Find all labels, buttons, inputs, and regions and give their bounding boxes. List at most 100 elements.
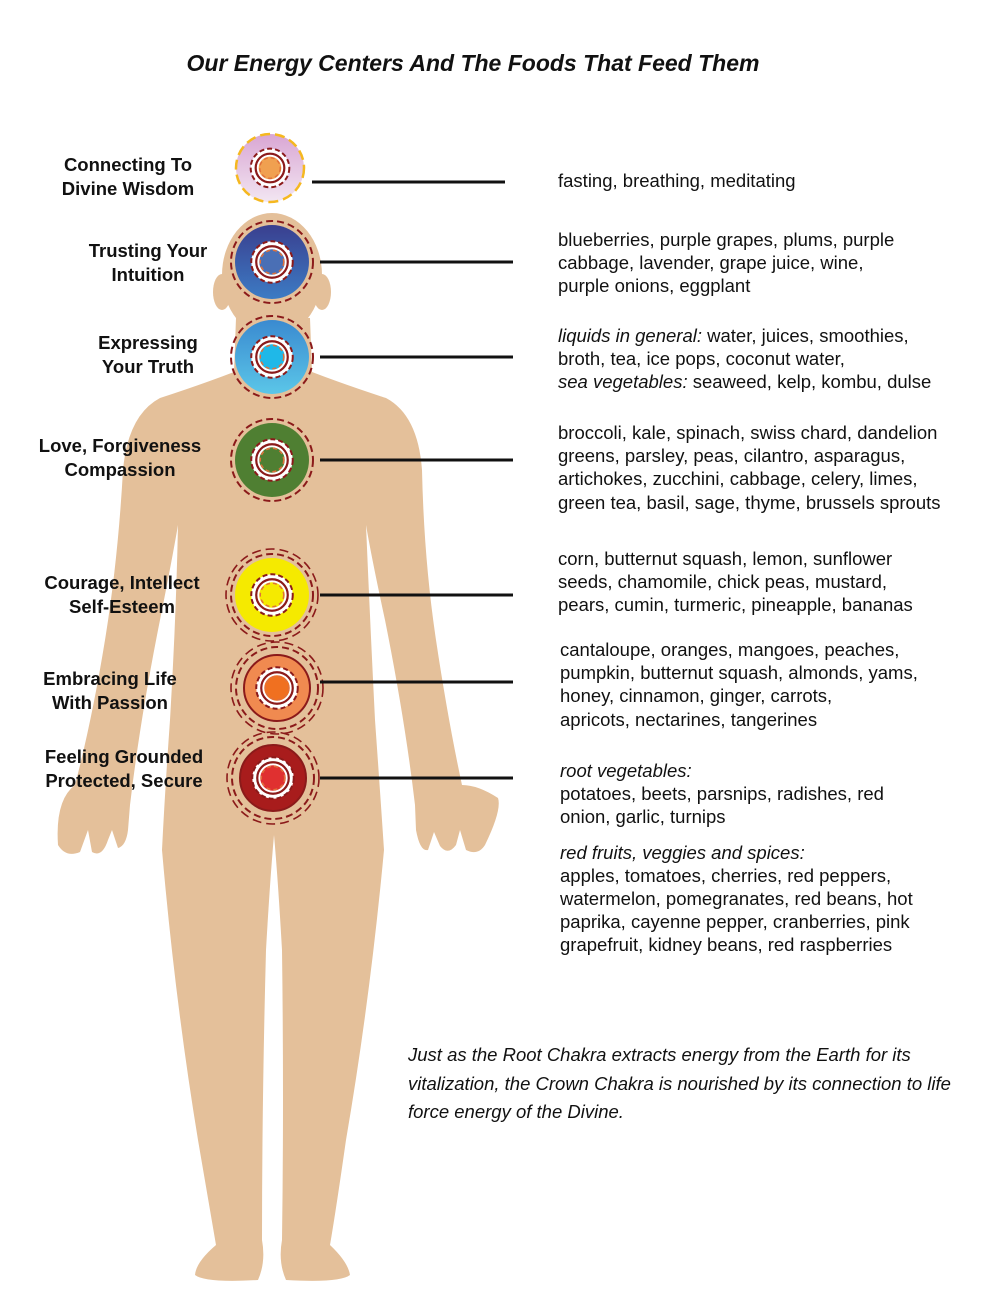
- solar-plexus-chakra: [225, 548, 319, 642]
- foods-text: broccoli, kale, spinach, swiss chard, da…: [558, 422, 938, 443]
- center-dashed-ring: [259, 582, 285, 608]
- root-chakra: [226, 731, 320, 825]
- foods-text: green tea, basil, sage, thyme, brussels …: [558, 491, 941, 513]
- foods-line: liquids in general: water, juices, smoot…: [558, 324, 931, 347]
- inner-solid-ring: [254, 152, 286, 184]
- foods-line: purple onions, eggplant: [558, 274, 894, 297]
- foods-line: sea vegetables: seaweed, kelp, kombu, du…: [558, 370, 931, 393]
- label-line: Your Truth: [101, 355, 195, 377]
- chakra-center: [260, 765, 286, 791]
- outer-dashed-ring-2: [225, 548, 319, 642]
- left-ear: [213, 274, 231, 310]
- throat-foods: liquids in general: water, juices, smoot…: [558, 324, 931, 394]
- foods-line: broth, tea, ice pops, coconut water,: [558, 347, 931, 370]
- inner-dashed-ring: [250, 240, 294, 284]
- inner-solid-ring: [256, 761, 290, 795]
- chakra-center: [258, 156, 282, 180]
- label-line: Intuition: [111, 263, 185, 285]
- page-title: Our Energy Centers And The Foods That Fe…: [186, 50, 760, 76]
- throat-chakra: [230, 315, 314, 399]
- foods-line: artichokes, zucchini, cabbage, celery, l…: [558, 467, 941, 490]
- inner-solid-ring: [255, 340, 289, 374]
- foods-text: seaweed, kelp, kombu, dulse: [687, 371, 932, 393]
- foods-line: potatoes, beets, parsnips, radishes, red: [560, 782, 913, 805]
- label-line: Connecting To: [63, 154, 193, 175]
- heart-foods: broccoli, kale, spinach, swiss chard, da…: [558, 421, 941, 514]
- center-dashed-ring: [259, 447, 285, 473]
- foods-line: red fruits, veggies and spices:: [560, 841, 913, 864]
- label-line: Courage, Intellect: [44, 572, 200, 593]
- crown-foods: fasting, breathing, meditating: [558, 169, 796, 192]
- center-dashed-ring: [259, 249, 285, 275]
- chakra-center: [259, 447, 285, 473]
- foods-text: apples, tomatoes, cherries, red peppers,: [560, 864, 892, 886]
- label-line: Embracing Life: [43, 668, 177, 689]
- outer-dashed-ring: [230, 553, 314, 637]
- third-eye-chakra: [230, 220, 314, 304]
- chakra-center: [259, 249, 285, 275]
- foods-text: watermelon, pomegranates, red beans, hot: [560, 888, 913, 910]
- third-eye-foods: blueberries, purple grapes, plums, purpl…: [558, 228, 894, 298]
- foods-text: water, juices, smoothies,: [701, 325, 909, 346]
- outer-dashed-ring-2: [226, 731, 320, 825]
- foods-line: pears, cumin, turmeric, pineapple, banan…: [558, 593, 913, 616]
- foods-text: paprika, cayenne pepper, cranberries, pi…: [560, 911, 910, 933]
- foods-text: cabbage, lavender, grape juice, wine,: [558, 252, 864, 274]
- foods-text: potatoes, beets, parsnips, radishes, red: [560, 783, 884, 805]
- foods-line: cabbage, lavender, grape juice, wine,: [558, 251, 894, 274]
- foods-text: cantaloupe, oranges, mangoes, peaches,: [560, 639, 900, 660]
- label-line: Compassion: [64, 458, 176, 480]
- center-dashed-ring: [260, 765, 286, 791]
- foods-text: corn, butternut squash, lemon, sunflower: [558, 548, 893, 569]
- foods-line: watermelon, pomegranates, red beans, hot: [560, 887, 913, 910]
- foods-line: cantaloupe, oranges, mangoes, peaches,: [560, 638, 918, 661]
- center-dashed-ring: [264, 675, 290, 701]
- outer-dashed-ring: [235, 646, 319, 730]
- inner-dashed-ring: [249, 147, 291, 189]
- label-line: Love, Forgiveness: [38, 435, 202, 456]
- center-dashed-ring: [258, 156, 282, 180]
- footer-note: Just as the Root Chakra extracts energy …: [408, 1044, 951, 1122]
- foods-text: fasting, breathing, meditating: [558, 170, 796, 191]
- outer-dashed-ring: [230, 418, 314, 502]
- solar-plexus-foods: corn, butternut squash, lemon, sunflower…: [558, 547, 913, 617]
- heart-chakra: [230, 418, 314, 502]
- inner-dashed-ring: [255, 666, 299, 710]
- foods-line: honey, cinnamon, ginger, carrots,: [560, 684, 918, 707]
- foods-line: corn, butternut squash, lemon, sunflower: [558, 547, 913, 570]
- foods-line: green tea, basil, sage, thyme, brussels …: [558, 491, 941, 514]
- inner-solid-ring: [255, 578, 289, 612]
- foods-line: grapefruit, kidney beans, red raspberrie…: [560, 933, 913, 956]
- foods-text: purple onions, eggplant: [558, 275, 751, 297]
- outer-dashed-ring: [230, 220, 314, 304]
- foods-category: root vegetables:: [560, 760, 692, 781]
- crown-chakra: [234, 132, 306, 204]
- label-line: Trusting Your: [88, 240, 208, 261]
- inner-dashed-ring: [250, 335, 294, 379]
- foods-line: apricots, nectarines, tangerines: [560, 708, 918, 731]
- foods-line: [560, 829, 913, 841]
- foods-text: apricots, nectarines, tangerines: [560, 708, 818, 730]
- foods-line: seeds, chamomile, chick peas, mustard,: [558, 570, 913, 593]
- sacral-foods: cantaloupe, oranges, mangoes, peaches,pu…: [560, 638, 918, 731]
- foods-category: liquids in general:: [558, 325, 702, 346]
- foods-line: broccoli, kale, spinach, swiss chard, da…: [558, 421, 941, 444]
- foods-line: fasting, breathing, meditating: [558, 169, 796, 192]
- foods-line: apples, tomatoes, cherries, red peppers,: [560, 864, 913, 887]
- foods-text: honey, cinnamon, ginger, carrots,: [560, 685, 833, 707]
- label-line: Protected, Secure: [45, 769, 203, 791]
- outer-dashed-ring: [230, 315, 314, 399]
- foods-line: paprika, cayenne pepper, cranberries, pi…: [560, 910, 913, 933]
- foods-line: root vegetables:: [560, 759, 913, 782]
- right-ear: [313, 274, 331, 310]
- foods-text: pumpkin, butternut squash, almonds, yams…: [560, 662, 918, 684]
- inner-dashed-ring: [250, 438, 294, 482]
